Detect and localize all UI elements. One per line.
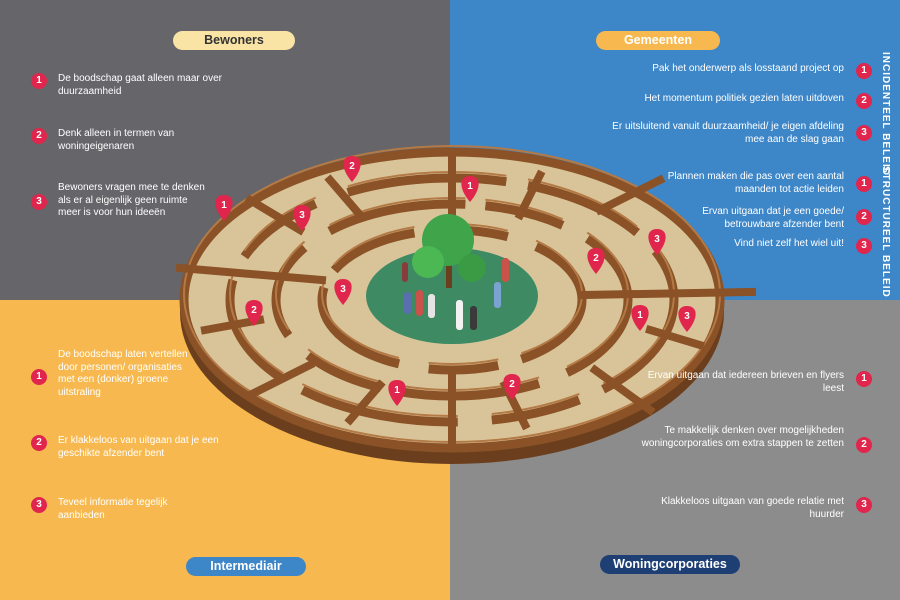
gemeenten-incidenteel-item-2: Het momentum politiek gezien laten uitdo… <box>600 93 872 109</box>
incidenteel-beleid-label: INCIDENTEEL BELEID <box>880 52 891 176</box>
woningcorporaties-item-3: Klakkeloos uitgaan van goede relatie met… <box>640 496 872 526</box>
woningcorporaties-item-2: Te makkelijk denken over mogelijkheden w… <box>640 425 872 465</box>
gemeenten-item-text: Plannen maken die pas over een aantal ma… <box>667 171 844 195</box>
number-badge: 3 <box>856 125 872 141</box>
gemeenten-item-text: Het momentum politiek gezien laten uitdo… <box>644 93 844 104</box>
map-pin-label: 2 <box>251 305 257 316</box>
map-pin-label: 3 <box>340 284 346 295</box>
map-pin-label: 1 <box>467 181 473 192</box>
tree-icon <box>412 214 486 288</box>
gemeenten-structureel-item-2: Ervan uitgaan dat je een goede/ betrouwb… <box>650 206 872 236</box>
map-pin-icon: 1 <box>631 305 649 331</box>
bewoners-item-3: 3 Bewoners vragen mee te denken als er a… <box>31 182 271 232</box>
map-pin-label: 1 <box>637 310 643 321</box>
gemeenten-item-text: Pak het onderwerp als losstaand project … <box>652 63 844 74</box>
map-pin-icon: 1 <box>388 380 406 406</box>
number-badge: 2 <box>31 128 47 144</box>
number-badge: 3 <box>31 194 47 210</box>
map-pin-icon: 1 <box>215 195 233 221</box>
intermediair-item-3: 3 Teveel informatie tegelijk aanbieden <box>31 497 271 527</box>
map-pin-icon: 3 <box>334 279 352 305</box>
number-badge: 1 <box>856 371 872 387</box>
number-badge: 2 <box>31 435 47 451</box>
number-badge: 1 <box>856 176 872 192</box>
intermediair-item-text: Er klakkeloos van uitgaan dat je een ges… <box>58 435 219 459</box>
map-pin-label: 2 <box>593 253 599 264</box>
bewoners-item-2: 2 Denk alleen in termen van woningeigena… <box>31 128 271 158</box>
map-pin-icon: 3 <box>293 205 311 231</box>
bewoners-item-text: Bewoners vragen mee te denken als er al … <box>58 182 205 218</box>
map-pin-icon: 2 <box>587 248 605 274</box>
number-badge: 1 <box>856 63 872 79</box>
bewoners-item-1: 1 De boodschap gaat alleen maar over duu… <box>31 73 271 103</box>
number-badge: 1 <box>31 369 47 385</box>
center-garden <box>366 248 538 344</box>
map-pin-icon: 2 <box>343 156 361 182</box>
woningcorporaties-item-text: Ervan uitgaan dat iedereen brieven en fl… <box>647 370 844 394</box>
number-badge: 2 <box>856 437 872 453</box>
bewoners-title: Bewoners <box>173 31 295 50</box>
woningcorporaties-item-text: Klakkeloos uitgaan van goede relatie met… <box>661 496 844 520</box>
woningcorporaties-title: Woningcorporaties <box>600 555 740 574</box>
gemeenten-incidenteel-item-3: Er uitsluitend vanuit duurzaamheid/ je e… <box>600 121 872 151</box>
woningcorporaties-item-text: Te makkelijk denken over mogelijkheden w… <box>641 425 844 449</box>
number-badge: 2 <box>856 209 872 225</box>
map-pin-label: 2 <box>509 379 515 390</box>
gemeenten-item-text: Vind niet zelf het wiel uit! <box>734 238 844 249</box>
map-pin-label: 2 <box>349 161 355 172</box>
intermediair-item-text: De boodschap laten vertellen door person… <box>58 349 188 398</box>
people-group-icon <box>402 258 509 330</box>
gemeenten-item-text: Ervan uitgaan dat je een goede/ betrouwb… <box>702 206 844 230</box>
map-pin-label: 3 <box>299 210 305 221</box>
woningcorporaties-item-1: Ervan uitgaan dat iedereen brieven en fl… <box>640 370 872 400</box>
map-pin-label: 3 <box>654 234 660 245</box>
map-pin-icon: 1 <box>461 176 479 202</box>
map-pin-icon: 3 <box>648 229 666 255</box>
map-pin-icon: 2 <box>503 374 521 400</box>
structureel-beleid-label: STRUCTUREEL BELEID <box>880 166 891 298</box>
gemeenten-structureel-item-1: Plannen maken die pas over een aantal ma… <box>650 171 872 201</box>
intermediair-item-2: 2 Er klakkeloos van uitgaan dat je een g… <box>31 435 271 465</box>
map-pin-icon: 2 <box>245 300 263 326</box>
gemeenten-title: Gemeenten <box>596 31 720 50</box>
bewoners-item-text: De boodschap gaat alleen maar over duurz… <box>58 73 222 97</box>
gemeenten-structureel-item-3: Vind niet zelf het wiel uit! 3 <box>650 238 872 254</box>
intermediair-title: Intermediair <box>186 557 306 576</box>
number-badge: 1 <box>31 73 47 89</box>
map-pin-label: 1 <box>394 385 400 396</box>
number-badge: 2 <box>856 93 872 109</box>
bewoners-item-text: Denk alleen in termen van woningeigenare… <box>58 128 175 152</box>
gemeenten-item-text: Er uitsluitend vanuit duurzaamheid/ je e… <box>612 121 844 145</box>
gemeenten-incidenteel-item-1: Pak het onderwerp als losstaand project … <box>600 63 872 79</box>
number-badge: 3 <box>856 497 872 513</box>
number-badge: 3 <box>31 497 47 513</box>
map-pin-icon: 3 <box>678 306 696 332</box>
map-pin-label: 3 <box>684 311 690 322</box>
intermediair-item-1: 1 De boodschap laten vertellen door pers… <box>31 349 271 413</box>
number-badge: 3 <box>856 238 872 254</box>
map-pin-label: 1 <box>221 200 227 211</box>
intermediair-item-text: Teveel informatie tegelijk aanbieden <box>58 497 168 521</box>
